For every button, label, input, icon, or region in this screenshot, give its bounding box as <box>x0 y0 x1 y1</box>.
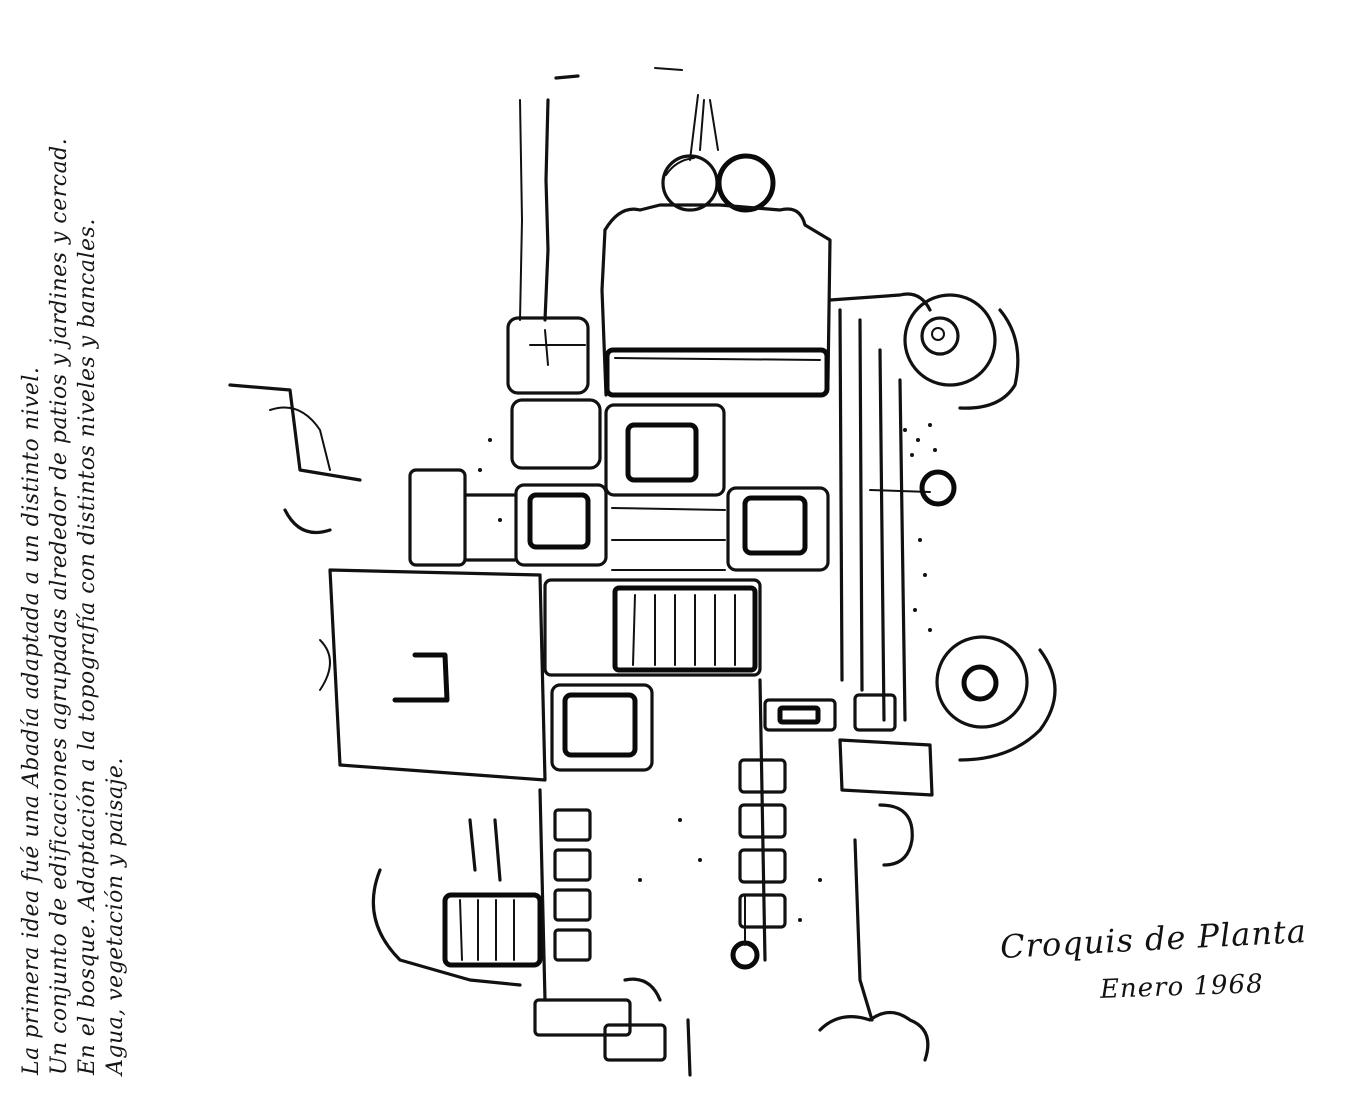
central-rooms <box>514 403 830 572</box>
upper-block <box>600 203 832 398</box>
stepped-cells <box>538 678 787 1002</box>
round-courts <box>878 293 1057 867</box>
sketch-date: Enero 1968 <box>1099 969 1265 1005</box>
east-wing <box>828 292 932 722</box>
stair-block <box>371 818 543 987</box>
twin-towers <box>661 153 776 213</box>
west-wing <box>228 383 547 782</box>
south-entry <box>533 838 930 1077</box>
left-pavilions <box>506 316 602 470</box>
vegetation-dots <box>478 423 937 922</box>
lower-rooms <box>550 683 934 797</box>
central-hall <box>543 578 762 677</box>
approach-path <box>519 67 719 322</box>
